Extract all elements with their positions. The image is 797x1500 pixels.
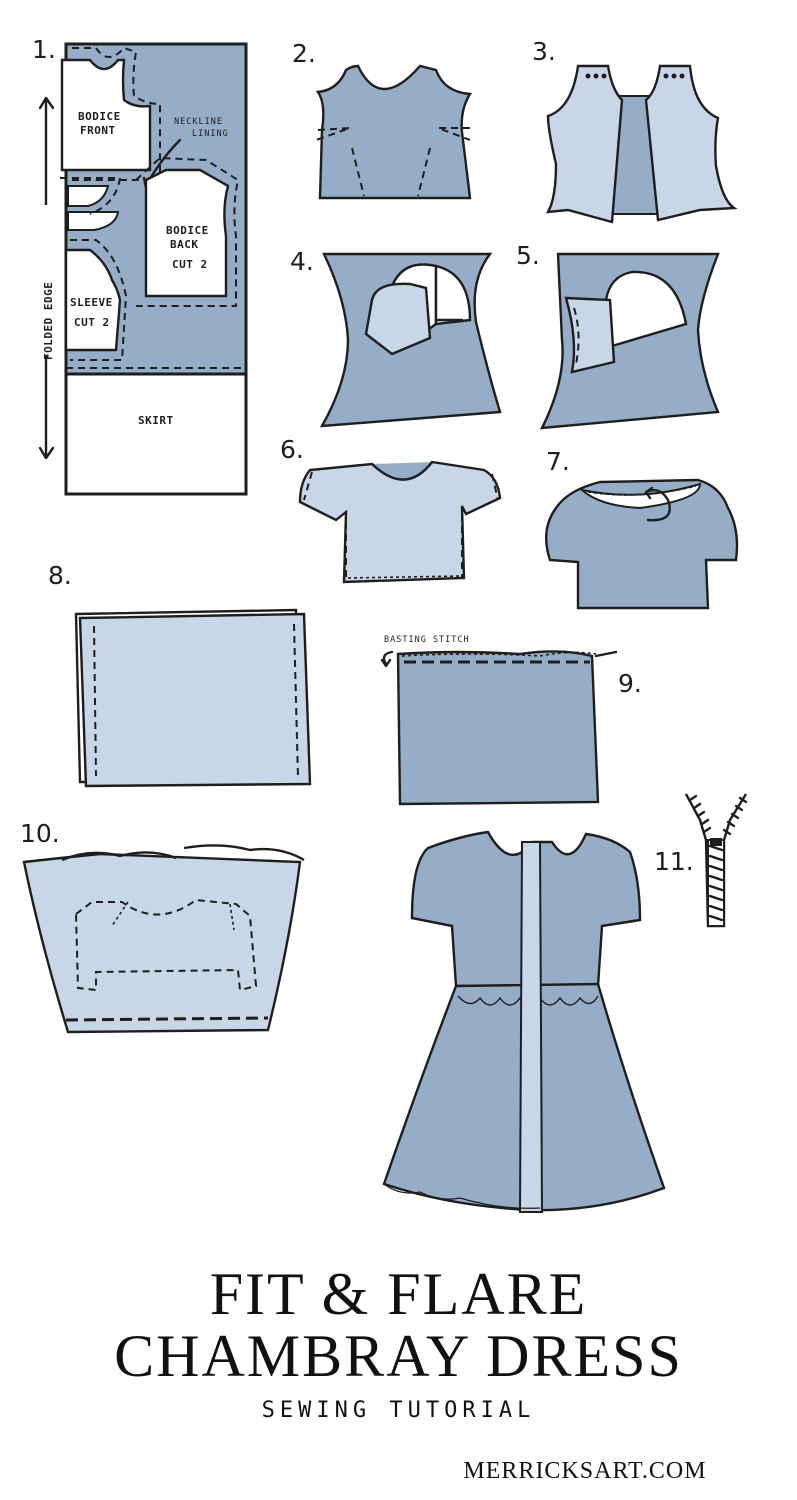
step-1-cutting-layout: 1. BODICE FRONT NECKLINE LINING BODICE B… — [32, 35, 248, 496]
bodice-front-label-1: BODICE — [78, 110, 121, 123]
title-line-1: FIT & FLARE — [209, 1261, 588, 1327]
website-credit: MERRICKSART.COM — [463, 1458, 707, 1484]
sleeve-label-2: CUT 2 — [74, 316, 110, 329]
skirt-inside-out — [22, 852, 302, 1034]
subtitle: SEWING TUTORIAL — [261, 1398, 536, 1423]
skirt-panel — [78, 612, 312, 788]
skirt-label: SKIRT — [138, 414, 174, 427]
bodice-front-label-2: FRONT — [80, 124, 116, 137]
step-4-attach-sleeve: 4. — [290, 247, 502, 428]
bodice-back-label-2: BACK — [170, 238, 199, 251]
step-2-bodice-front: 2. — [292, 39, 473, 200]
step-number-8: 8. — [48, 561, 72, 590]
finished-dress — [382, 830, 666, 1213]
folded-edge-label: FOLDED EDGE — [42, 282, 55, 360]
sleeve-label-1: SLEEVE — [70, 296, 113, 309]
step-3-bodice-back: 3. — [532, 37, 738, 224]
skirt-gathered-panel — [396, 650, 600, 806]
bodice-back-piece — [144, 168, 230, 298]
title-line-2: CHAMBRAY DRESS — [114, 1323, 683, 1389]
zipper-icon — [684, 793, 748, 928]
step-number-4: 4. — [290, 247, 314, 276]
step-11-zipper: 11. — [654, 793, 748, 928]
step-number-1: 1. — [32, 35, 56, 64]
step-10-attach-skirt: 10. — [20, 819, 305, 1034]
dress-back-opening — [518, 841, 544, 1213]
sleeve-shape-5 — [564, 296, 616, 374]
bodice-shape-7 — [544, 478, 739, 610]
step-7-neckline: 7. — [544, 447, 739, 610]
basting-arrow — [382, 650, 394, 666]
step-number-11: 11. — [654, 847, 694, 876]
bodice-back-right — [644, 64, 738, 222]
neckline-lining-label-2: LINING — [192, 129, 229, 139]
step-number-7: 7. — [546, 447, 570, 476]
turn-arrow — [644, 489, 671, 522]
step-number-2: 2. — [292, 39, 316, 68]
sleeve-piece — [64, 248, 122, 352]
step-number-3: 3. — [532, 37, 556, 66]
bodice-back-label-1: BODICE — [166, 224, 209, 237]
step-number-10: 10. — [20, 819, 60, 848]
neckline-lining-piece — [67, 185, 110, 207]
basting-stitch-label: BASTING STITCH — [384, 635, 470, 645]
skirt-piece — [64, 372, 248, 496]
step-number-6: 6. — [280, 435, 304, 464]
bodice-back-label-3: CUT 2 — [172, 258, 208, 271]
step-6-side-seams: 6. — [280, 435, 502, 584]
step-9-gather: BASTING STITCH 9. — [380, 635, 642, 806]
bodice-back-left — [545, 64, 624, 224]
step-number-5: 5. — [516, 241, 540, 270]
step-5-sew-sleeve: 5. — [516, 241, 720, 430]
step-number-9: 9. — [618, 669, 642, 698]
sleeve-shape-4 — [364, 282, 432, 356]
step-8-skirt-panels: 8. — [48, 561, 312, 788]
bodice-front-piece — [60, 58, 152, 172]
neckline-lining-label-1: NECKLINE — [174, 117, 223, 127]
